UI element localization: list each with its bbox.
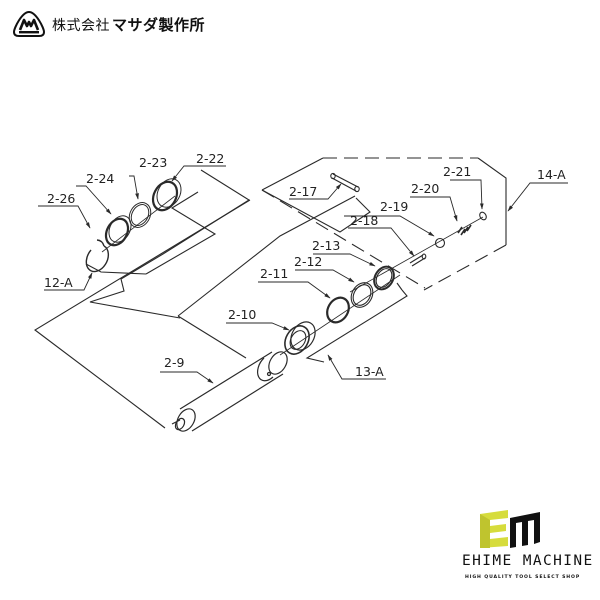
part-2-19-ball [434,237,446,249]
group-13a-frame [177,282,408,363]
part-2-24-ring [104,215,132,247]
part-2-11-ring [326,296,350,324]
masada-logo-icon [12,10,46,37]
part-labels: 2-26 2-24 2-23 2-22 12-A 2-17 2-21 2-20 … [44,151,566,379]
part-2-13-ring [373,265,395,291]
company-prefix: 株式会社 [52,17,110,34]
part-2-10-bushing [284,321,316,355]
label-13-a: 13-A [355,364,384,379]
label-12-a: 12-A [44,275,73,290]
part-2-18-pin [409,253,427,267]
axis-12a [101,195,176,253]
part-2-17-pin [330,172,360,193]
label-2-20: 2-20 [411,181,439,196]
label-2-12: 2-12 [294,254,322,269]
label-2-13: 2-13 [312,238,340,253]
label-2-26: 2-26 [47,191,75,206]
label-2-24: 2-24 [86,171,114,186]
label-2-22: 2-22 [196,151,224,166]
part-2-26-snap-ring [85,239,110,273]
label-2-17: 2-17 [289,184,317,199]
label-2-23: 2-23 [139,155,167,170]
part-2-21-screw [479,211,487,221]
part-2-23-ring [128,202,152,228]
company-name: 株式会社マサダ製作所 [52,14,205,35]
part-2-12-ring [350,282,374,308]
em-logo-icon [480,510,540,548]
part-2-20-spring [457,224,472,236]
label-2-19: 2-19 [380,199,408,214]
label-2-10: 2-10 [228,307,256,322]
group-12a-frame [34,169,251,429]
company-brand: マサダ製作所 [112,15,206,34]
label-2-9: 2-9 [164,355,184,370]
brand-name: EHIME MACHINE [462,553,594,569]
brand-tagline: HIGH QUALITY TOOL SELECT SHOP [465,575,581,580]
part-2-9-cylinder [171,351,288,432]
group-14a-frame [177,157,507,317]
maker-header: 株式会社マサダ製作所 [12,6,205,42]
label-14-a: 14-A [537,167,566,182]
label-2-21: 2-21 [443,164,471,179]
label-2-11: 2-11 [260,266,288,281]
label-2-18: 2-18 [350,213,378,228]
part-2-22-ring [151,178,182,212]
